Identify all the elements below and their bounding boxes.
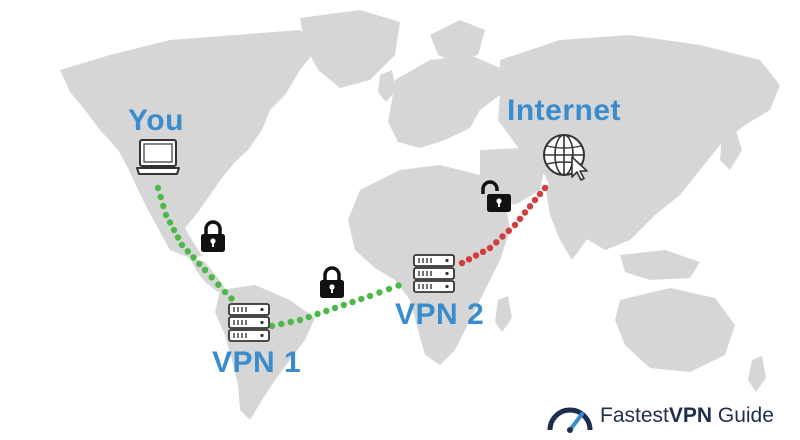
path-vpn1-to-vpn2-dot: [331, 304, 339, 312]
path-vpn1-to-vpn2-dot: [268, 322, 276, 330]
path-vpn2-to-internet-dot: [511, 221, 519, 229]
path-you-to-vpn1-dot: [170, 226, 178, 234]
scandinavia: [430, 20, 485, 62]
path-vpn1-to-vpn2-dot: [376, 289, 383, 296]
world-map: [60, 10, 780, 420]
australia: [615, 288, 735, 372]
brand-text: FastestVPN Guide: [600, 404, 774, 428]
path-vpn2-to-internet-dot: [521, 209, 529, 216]
padlock-closed-icon: [320, 266, 344, 298]
path-vpn2-to-internet: [458, 184, 549, 267]
path-you-to-vpn1-dot: [154, 184, 162, 192]
path-vpn1-to-vpn2-dot: [340, 301, 347, 309]
path-vpn1-to-vpn2-dot: [385, 285, 393, 293]
brand-part2: VPN: [668, 404, 713, 427]
padlock-open-icon: [481, 180, 511, 212]
brand-part1: Fastest: [600, 404, 669, 427]
path-vpn1-to-vpn2-dot: [358, 295, 365, 303]
india: [545, 180, 600, 260]
path-you-to-vpn1-dot: [174, 234, 182, 241]
laptop-icon: [136, 139, 180, 175]
path-vpn2-to-internet-dot: [465, 256, 473, 263]
path-you-to-vpn1-dot: [184, 248, 191, 255]
path-you-to-vpn1-dot: [215, 281, 222, 288]
greenland: [300, 10, 400, 88]
path-you-to-vpn1-dot: [228, 295, 235, 302]
path-vpn1-to-vpn2-dot: [323, 307, 330, 315]
path-vpn2-to-internet-dot: [493, 239, 500, 246]
path-you-to-vpn1: [154, 184, 235, 302]
path-vpn2-to-internet-dot: [479, 248, 487, 255]
brand-logo: FastestVPN Guide: [546, 398, 774, 434]
brand-part3: Guide: [712, 404, 774, 427]
globe-icon: [543, 134, 588, 181]
path-you-to-vpn1-dot: [178, 241, 186, 249]
british-isles: [378, 70, 396, 102]
path-vpn2-to-internet-dot: [499, 233, 506, 240]
path-you-to-vpn1-dot: [162, 211, 170, 219]
path-vpn1-to-vpn2: [268, 282, 402, 330]
japan: [720, 128, 742, 170]
label-vpn2: VPN 2: [395, 298, 485, 331]
path-vpn2-to-internet-dot: [526, 203, 534, 210]
new-zealand: [748, 356, 766, 392]
path-vpn2-to-internet-dot: [541, 184, 549, 192]
vpn2-server-icon: [413, 254, 455, 293]
path-vpn2-to-internet-dot: [472, 252, 480, 259]
path-you-to-vpn1-dot: [221, 288, 229, 296]
label-vpn1: VPN 1: [212, 346, 302, 379]
path-vpn2-to-internet-dot: [486, 244, 494, 252]
label-internet: Internet: [507, 94, 622, 127]
vpn1-server-icon: [228, 303, 270, 342]
path-you-to-vpn1-dot: [160, 202, 167, 210]
label-you: You: [128, 104, 184, 137]
path-you-to-vpn1-dot: [208, 274, 215, 281]
path-vpn2-to-internet-dot: [531, 196, 539, 204]
path-vpn1-to-vpn2-dot: [296, 316, 304, 324]
path-vpn1-to-vpn2-dot: [305, 313, 312, 321]
europe: [388, 55, 505, 148]
path-vpn2-to-internet-dot: [505, 227, 512, 234]
path-vpn1-to-vpn2-dot: [314, 310, 321, 318]
path-you-to-vpn1-dot: [166, 219, 174, 226]
path-vpn1-to-vpn2-dot: [278, 320, 285, 328]
path-vpn2-to-internet-dot: [458, 259, 466, 267]
path-you-to-vpn1-dot: [196, 260, 203, 267]
southeast-asia: [620, 250, 700, 280]
brand-logo-icon: [547, 407, 593, 433]
path-you-to-vpn1-dot: [190, 254, 197, 261]
path-vpn2-to-internet-dot: [536, 190, 544, 198]
path-vpn1-to-vpn2-dot: [287, 318, 294, 326]
north-america: [60, 30, 320, 258]
padlock-closed-icon: [201, 220, 225, 252]
path-you-to-vpn1-dot: [201, 266, 209, 274]
path-vpn1-to-vpn2-dot: [366, 292, 374, 300]
path-vpn2-to-internet-dot: [516, 215, 524, 222]
path-you-to-vpn1-dot: [157, 193, 164, 201]
path-vpn1-to-vpn2-dot: [395, 282, 402, 289]
madagascar: [495, 296, 512, 332]
cursor-icon: [571, 156, 588, 181]
path-vpn1-to-vpn2-dot: [349, 298, 356, 306]
